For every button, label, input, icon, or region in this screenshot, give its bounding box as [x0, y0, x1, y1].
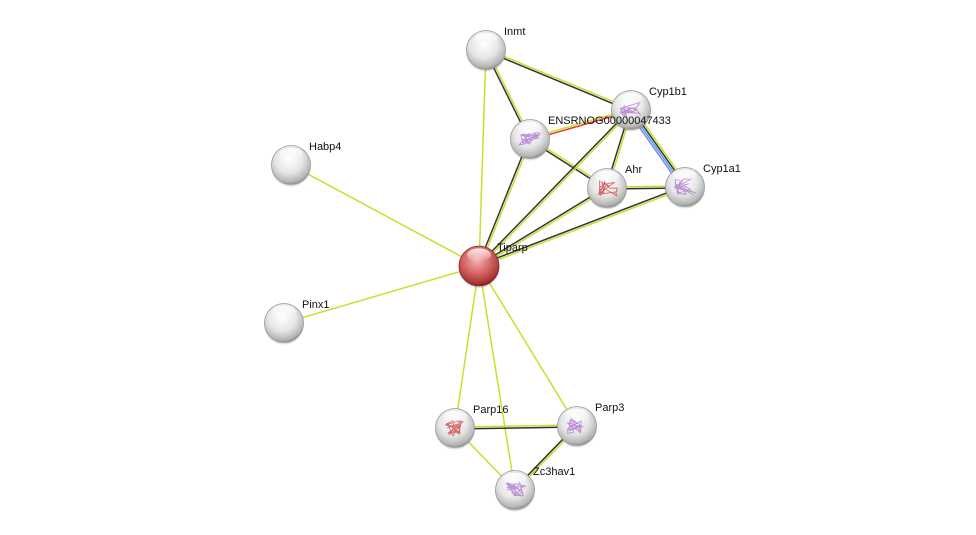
edge-evidence-textmining — [454, 424, 577, 428]
edge-evidence-coexpression — [455, 426, 578, 430]
node-label: Parp3 — [595, 402, 624, 414]
edge-evidence-textmining — [283, 265, 480, 324]
edge-Cyp1b1-Tiparp[interactable] — [477, 108, 633, 268]
edge-evidence-textmining — [478, 49, 487, 267]
edge-Inmt-Cyp1b1[interactable] — [485, 48, 632, 112]
node-Cyp1b1[interactable]: Cyp1b1 — [611, 86, 687, 132]
node-Parp16[interactable]: Parp16 — [435, 404, 508, 450]
node-label: Cyp1a1 — [703, 163, 741, 175]
edge-evidence-textmining — [479, 188, 608, 268]
node-highlight — [279, 147, 303, 161]
node-Ahr[interactable]: Ahr — [587, 164, 642, 210]
node-label: Tiparp — [497, 242, 528, 254]
edge-evidence-coexpression — [485, 50, 631, 112]
node-highlight — [518, 121, 542, 135]
edge-evidence-textmining — [486, 48, 632, 110]
edge-ENSRNOG00000047433-Tiparp[interactable] — [477, 138, 532, 267]
node-label: Ahr — [625, 164, 642, 176]
edge-Pinx1-Tiparp[interactable] — [283, 265, 480, 324]
edge-Tiparp-Parp16[interactable] — [454, 265, 480, 429]
node-label: Zc3hav1 — [533, 466, 575, 478]
node-Pinx1[interactable]: Pinx1 — [264, 299, 330, 345]
node-highlight — [673, 169, 697, 183]
edge-evidence-textmining — [478, 265, 578, 427]
node-Zc3hav1[interactable]: Zc3hav1 — [495, 466, 575, 512]
node-label: Cyp1b1 — [649, 86, 687, 98]
protein-structure-icon — [445, 419, 465, 437]
edge-Parp16-Parp3[interactable] — [454, 424, 578, 430]
node-highlight — [595, 170, 619, 184]
node-Cyp1a1[interactable]: Cyp1a1 — [665, 163, 741, 209]
node-Tiparp[interactable]: Tiparp — [458, 242, 528, 288]
node-highlight — [474, 32, 498, 46]
protein-structure-icon — [517, 131, 542, 146]
node-label: ENSRNOG00000047433 — [548, 115, 671, 127]
edge-Cyp1a1-Tiparp[interactable] — [478, 185, 686, 268]
edge-evidence-textmining — [454, 265, 480, 429]
edge-evidence-coexpression — [477, 138, 530, 266]
edge-Tiparp-Zc3hav1[interactable] — [478, 265, 516, 491]
node-highlight — [443, 410, 467, 424]
edge-evidence-coexpression — [478, 186, 607, 266]
node-Inmt[interactable]: Inmt — [466, 26, 525, 72]
edge-Ahr-Tiparp[interactable] — [478, 186, 608, 268]
protein-structure-icon — [566, 417, 584, 435]
edge-evidence-textmining — [479, 187, 686, 268]
node-Parp3[interactable]: Parp3 — [557, 402, 624, 448]
node-label: Parp16 — [473, 404, 508, 416]
node-label: Inmt — [504, 26, 525, 38]
edge-evidence-textmining — [478, 265, 516, 491]
protein-structure-icon — [597, 180, 619, 197]
edge-evidence-coexpression — [478, 185, 685, 266]
edge-Inmt-Tiparp[interactable] — [478, 49, 487, 267]
edge-evidence-textmining — [290, 164, 480, 267]
node-highlight — [272, 305, 296, 319]
edge-evidence-textmining — [479, 110, 633, 268]
node-label: Habp4 — [309, 141, 341, 153]
node-Habp4[interactable]: Habp4 — [271, 141, 341, 187]
node-ENSRNOG00000047433[interactable]: ENSRNOG00000047433 — [510, 115, 671, 161]
edge-Tiparp-Parp3[interactable] — [478, 265, 578, 427]
node-label: Pinx1 — [302, 299, 330, 311]
node-highlight — [467, 248, 491, 262]
node-highlight — [503, 472, 527, 486]
edge-evidence-textmining — [479, 139, 532, 267]
edge-Habp4-Tiparp[interactable] — [290, 164, 480, 267]
edge-evidence-coexpression — [477, 108, 631, 266]
node-highlight — [565, 408, 589, 422]
protein-structure-icon — [619, 101, 642, 119]
node-highlight — [619, 92, 643, 106]
